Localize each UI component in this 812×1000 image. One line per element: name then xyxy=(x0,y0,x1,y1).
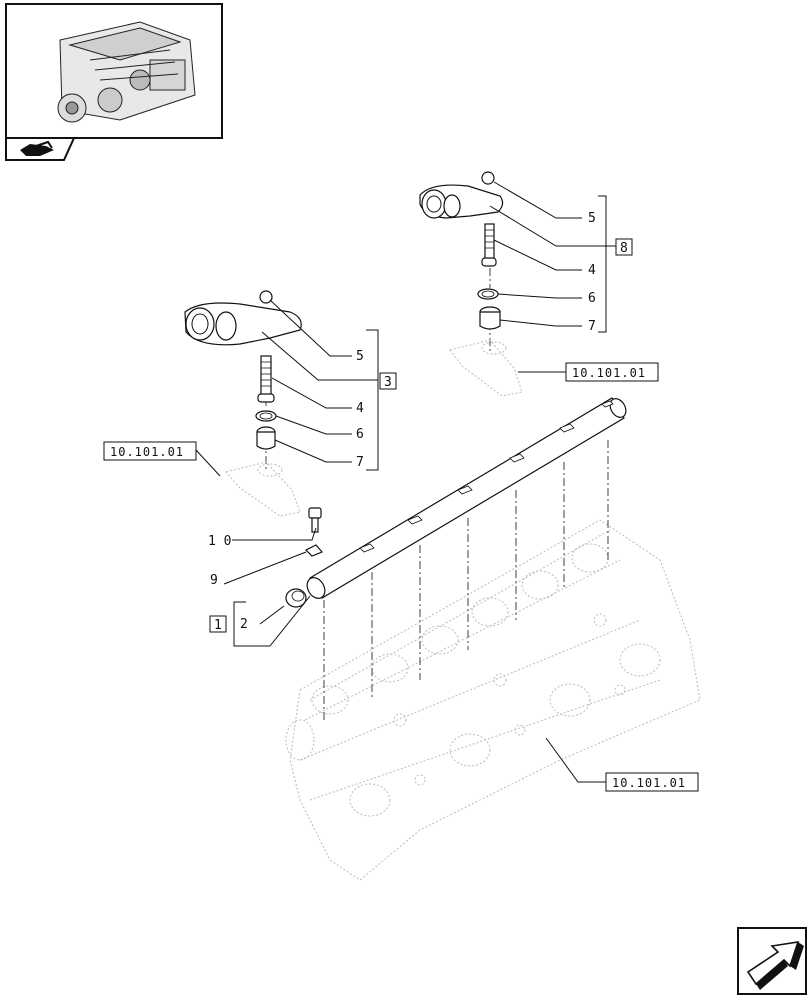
leaders-lower xyxy=(223,527,606,783)
support-right-ghost xyxy=(449,339,523,397)
engine-thumbnail[interactable] xyxy=(5,3,223,139)
callout-7-left: 7 xyxy=(356,455,364,470)
ring-left xyxy=(255,410,277,422)
screw-part-10 xyxy=(308,507,322,533)
rocker-arm-left xyxy=(184,290,302,346)
callout-5-left: 5 xyxy=(356,349,364,364)
ring-right xyxy=(477,288,499,300)
next-page-arrow-icon[interactable] xyxy=(737,927,807,995)
callout-4-left: 4 xyxy=(356,401,364,416)
callout-1-box xyxy=(209,615,227,633)
callout-10: 1 0 xyxy=(208,534,231,549)
leaders-right xyxy=(489,181,620,373)
callout-1: 1 xyxy=(214,618,222,633)
callout-5-right: 5 xyxy=(588,211,596,226)
reference-left[interactable]: 10.101.01 xyxy=(103,441,197,461)
callout-4-right: 4 xyxy=(588,263,596,278)
rocker-shaft xyxy=(306,397,627,599)
callout-3: 3 xyxy=(384,375,392,390)
adjusting-screw-left xyxy=(257,355,275,403)
callout-8: 8 xyxy=(620,241,628,256)
callout-6-right: 6 xyxy=(588,291,596,306)
reference-right[interactable]: 10.101.01 xyxy=(565,362,659,382)
callout-2: 2 xyxy=(240,617,248,632)
pad-left xyxy=(256,426,276,450)
previous-page-arrow-icon[interactable] xyxy=(5,137,76,161)
clip-part-9 xyxy=(304,544,324,557)
callout-7-right: 7 xyxy=(588,319,596,334)
pad-right xyxy=(479,306,501,330)
callout-9: 9 xyxy=(210,573,218,588)
callout-6-left: 6 xyxy=(356,427,364,442)
leaders-left xyxy=(195,299,379,477)
reference-left-text: 10.101.01 xyxy=(110,445,184,459)
callout-3-box xyxy=(379,372,397,390)
callout-8-box xyxy=(615,238,633,256)
adjusting-screw-right xyxy=(481,223,497,267)
rocker-arm-right xyxy=(419,171,504,219)
alignment-lines xyxy=(265,268,609,720)
reference-head[interactable]: 10.101.01 xyxy=(605,772,699,792)
plug-part-2 xyxy=(285,588,307,608)
reference-head-text: 10.101.01 xyxy=(612,776,686,790)
support-left-ghost xyxy=(225,461,301,517)
reference-right-text: 10.101.01 xyxy=(572,366,646,380)
